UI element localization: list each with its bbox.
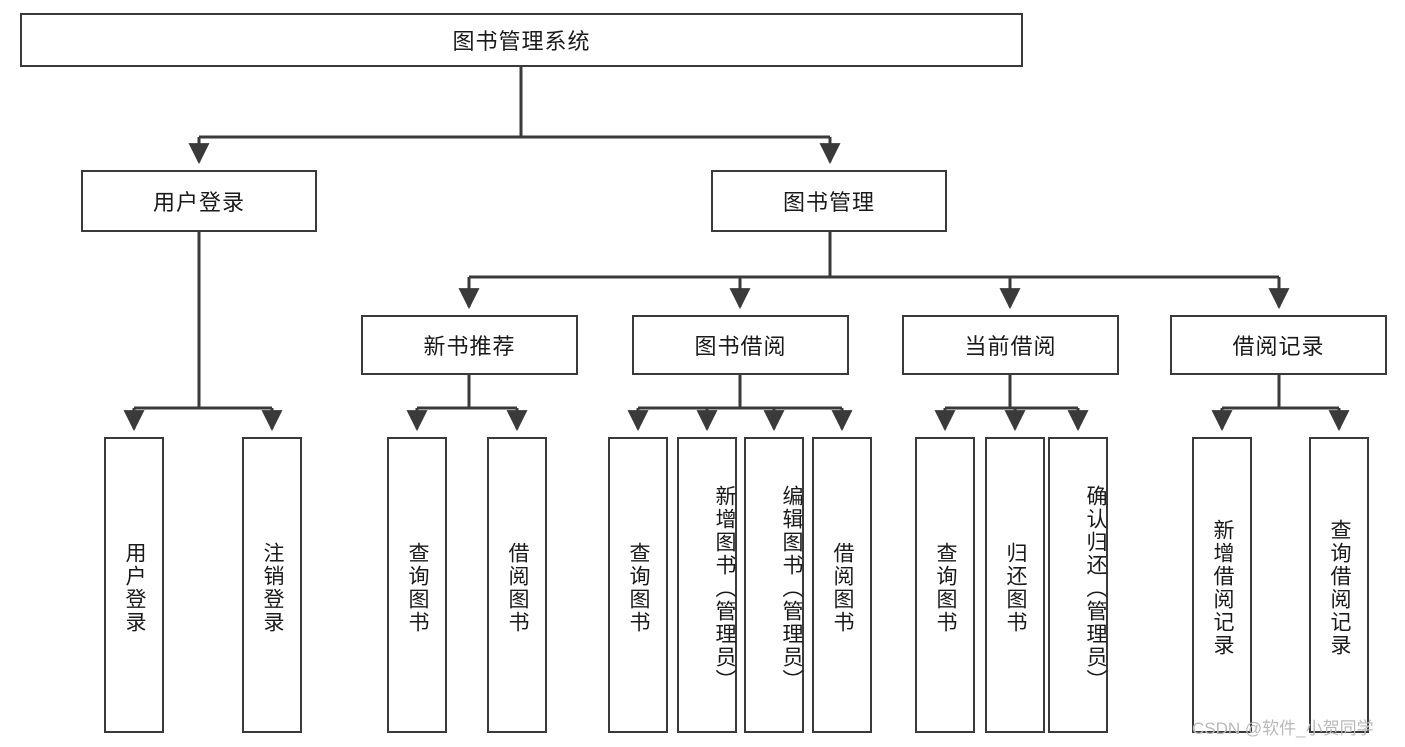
node-new-book-recommend[interactable]: 新书推荐	[361, 315, 578, 375]
leaf-borrow-book-1[interactable]: 借阅图书	[487, 437, 547, 733]
leaf-borrow-book-2[interactable]: 借阅图书	[812, 437, 872, 733]
node-current-borrow[interactable]: 当前借阅	[902, 315, 1119, 375]
csdn-watermark: CSDN @软件_小贺同学	[1192, 719, 1374, 738]
leaf-user-login[interactable]: 用户登录	[104, 437, 164, 733]
leaf-edit-book[interactable]: 编辑图书（管理员）	[744, 437, 804, 733]
node-borrow-record[interactable]: 借阅记录	[1170, 315, 1387, 375]
leaf-query-record[interactable]: 查询借阅记录	[1309, 437, 1369, 733]
node-root[interactable]: 图书管理系统	[20, 13, 1023, 67]
leaf-confirm-return[interactable]: 确认归还（管理员）	[1048, 437, 1108, 733]
leaf-query-book-3[interactable]: 查询图书	[915, 437, 975, 733]
node-book-borrow[interactable]: 图书借阅	[632, 315, 849, 375]
leaf-return-book[interactable]: 归还图书	[985, 437, 1045, 733]
node-book-management[interactable]: 图书管理	[711, 170, 947, 232]
leaf-query-book-2[interactable]: 查询图书	[608, 437, 668, 733]
node-user-login[interactable]: 用户登录	[81, 170, 317, 232]
leaf-logout[interactable]: 注销登录	[242, 437, 302, 733]
leaf-add-book[interactable]: 新增图书（管理员）	[677, 437, 737, 733]
leaf-query-book-1[interactable]: 查询图书	[387, 437, 447, 733]
leaf-add-record[interactable]: 新增借阅记录	[1192, 437, 1252, 733]
